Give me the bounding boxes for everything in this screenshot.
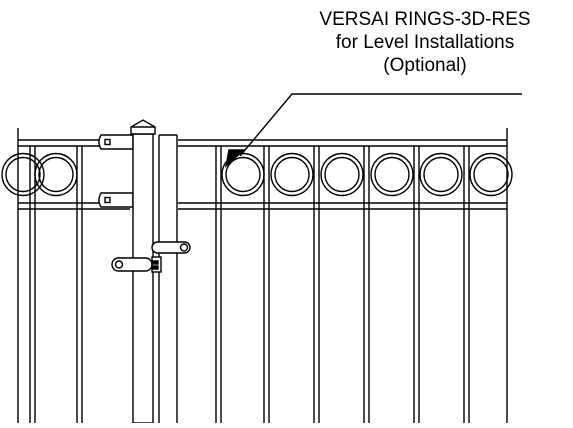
latch-lower-hole [114,260,124,269]
latch-upper-bar [151,241,191,254]
callout-line-3: (Optional) [383,55,467,76]
ring [5,156,41,193]
ring [370,152,414,197]
latch-bolt [152,260,159,265]
callout-leader [224,93,522,168]
versai-rings [1,152,513,197]
ring [320,152,364,197]
top-hinge [98,134,134,150]
callout-line-1: VERSAI RINGS-3D-RES [319,9,531,30]
middle-rail [18,202,507,210]
latch-lower-bar [111,257,153,272]
bottom-hinge [98,192,134,208]
ring [274,156,310,193]
ring [469,152,513,197]
latch-bolt [152,265,159,270]
ring [324,156,360,193]
ring [1,152,45,197]
ring [374,156,410,193]
ring [423,156,459,193]
ring [270,152,314,197]
ring [34,152,78,197]
top-rail [18,139,507,147]
gate-frame-post [158,134,178,423]
ring [225,156,261,193]
latch-upper-hole [179,243,189,252]
ring [419,152,463,197]
gate-latch [111,241,191,273]
callout-line-2: for Level Installations [335,32,515,53]
callout-label: VERSAI RINGS-3D-RES for Level Installati… [280,8,570,77]
callout-arrowhead [224,149,246,168]
ring [473,156,509,193]
ring [38,156,74,193]
